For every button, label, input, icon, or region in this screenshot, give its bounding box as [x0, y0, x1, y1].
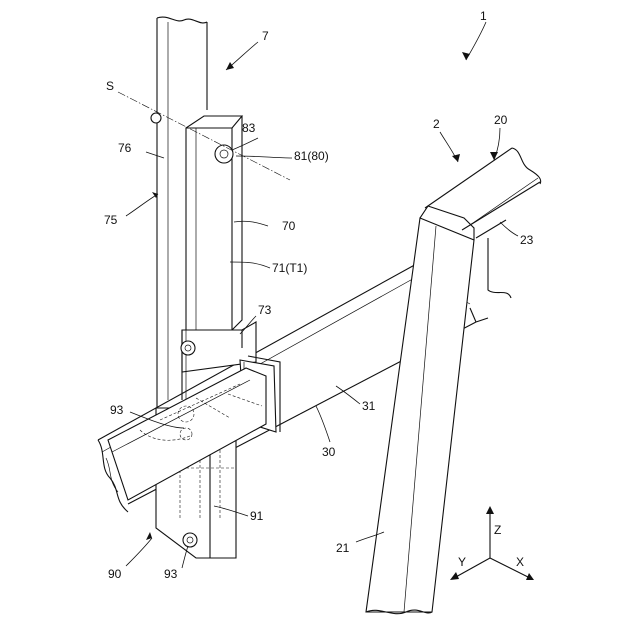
label-20: 20: [494, 113, 508, 127]
axis-label-X: X: [516, 555, 524, 569]
axis-label-Y: Y: [458, 555, 466, 569]
label-93-upper: 93: [110, 403, 124, 417]
label-70: 70: [282, 219, 296, 233]
label-93-lower: 93: [164, 567, 178, 581]
label-76: 76: [118, 141, 132, 155]
label-91: 91: [250, 509, 264, 523]
label-75: 75: [104, 213, 118, 227]
label-71-T1: 71(T1): [272, 261, 307, 275]
label-23: 23: [520, 233, 534, 247]
label-30: 30: [322, 445, 336, 459]
label-73: 73: [258, 303, 272, 317]
upright-70: [186, 116, 242, 330]
label-81-80: 81(80): [294, 149, 329, 163]
post-21: [366, 206, 474, 614]
label-31: 31: [362, 399, 376, 413]
label-90: 90: [108, 567, 122, 581]
label-21: 21: [336, 541, 350, 555]
label-2: 2: [433, 117, 440, 131]
label-S: S: [106, 79, 114, 93]
label-7: 7: [262, 29, 269, 43]
axis-label-Z: Z: [494, 523, 501, 537]
label-83: 83: [242, 121, 256, 135]
label-1: 1: [480, 9, 487, 23]
